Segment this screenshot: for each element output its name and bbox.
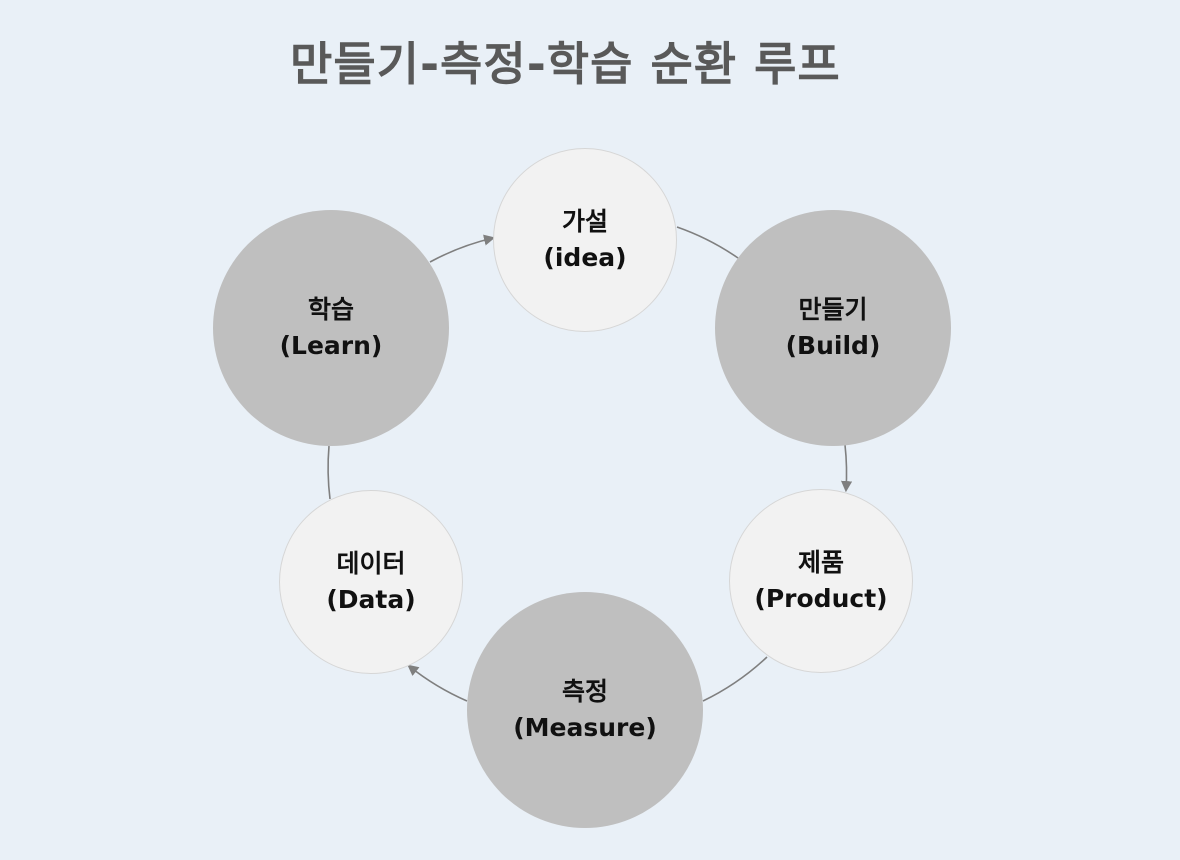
connector-measure-to-data: [407, 664, 468, 702]
node-measure-label: 측정: [561, 677, 608, 706]
node-build-label: 만들기: [798, 295, 868, 324]
node-measure-sub: (Measure): [513, 713, 657, 742]
node-idea-sub: (idea): [543, 243, 627, 272]
node-idea-label: 가설: [561, 207, 608, 236]
node-learn-sub: (Learn): [279, 331, 383, 360]
node-build-sub: (Build): [785, 331, 881, 360]
node-product: 제품 (Product): [729, 489, 913, 673]
page-title: 만들기-측정-학습 순환 루프: [290, 37, 841, 91]
connector-product-to-measure: [702, 656, 768, 702]
connector-build-to-product: [841, 444, 853, 493]
node-build: 만들기 (Build): [715, 210, 951, 446]
node-learn: 학습 (Learn): [213, 210, 449, 446]
connector-data-to-learn: [327, 445, 331, 500]
node-measure: 측정 (Measure): [467, 592, 703, 828]
node-data-sub: (Data): [326, 585, 416, 614]
node-data-label: 데이터: [336, 549, 406, 578]
node-learn-label: 학습: [307, 295, 354, 324]
node-idea: 가설 (idea): [493, 148, 677, 332]
node-data: 데이터 (Data): [279, 490, 463, 674]
node-product-label: 제품: [797, 548, 844, 577]
node-product-sub: (Product): [754, 584, 888, 613]
connector-idea-to-build: [676, 226, 739, 259]
connector-learn-to-idea: [429, 234, 496, 263]
